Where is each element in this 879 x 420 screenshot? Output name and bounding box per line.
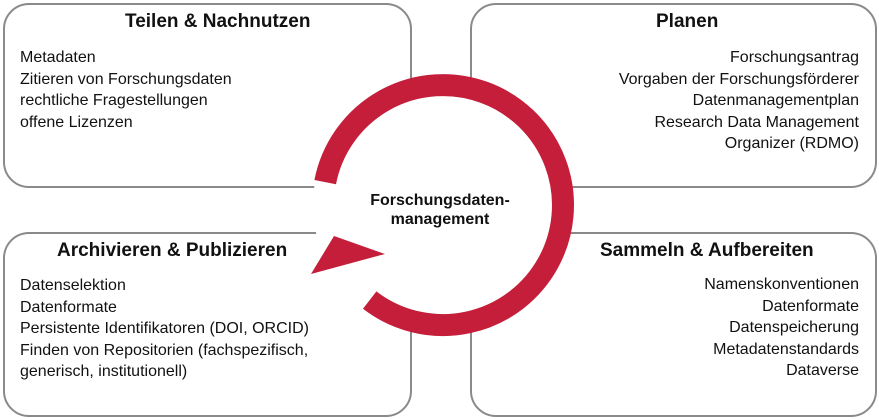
list-item: generisch, institutionell)	[20, 363, 188, 380]
list-item: Datenformate	[20, 298, 117, 316]
list-item: Forschungsantrag	[730, 49, 859, 66]
center-label-line-1: Forschungsdaten-	[370, 192, 510, 209]
list-item: Organizer (RDMO)	[724, 135, 859, 152]
list-planen: Forschungsantrag Vorgaben der Forschungs…	[482, 47, 859, 155]
box-archivieren-publizieren: Archivieren & Publizieren Datenselektion…	[3, 232, 412, 417]
list-item: Datenspeicherung	[729, 319, 859, 336]
list-archivieren-publizieren: Datenselektion Datenformate Persistente …	[20, 275, 400, 383]
box-sammeln-aufbereiten: Sammeln & Aufbereiten Namenskonventionen…	[470, 232, 877, 417]
list-item: Datenselektion	[20, 277, 126, 294]
box-title-archivieren-publizieren: Archivieren & Publizieren	[57, 240, 288, 261]
box-title-planen: Planen	[656, 11, 719, 32]
list-item: Metadaten	[20, 49, 96, 66]
list-item: Vorgaben der Forschungsförderer	[618, 70, 859, 88]
list-sammeln-aufbereiten: Namenskonventionen Datenformate Datenspe…	[482, 274, 859, 382]
cycle-arrowhead	[311, 236, 385, 274]
box-title-sammeln-aufbereiten: Sammeln & Aufbereiten	[600, 240, 814, 261]
list-item: Datenformate	[762, 297, 859, 315]
list-item: Metadatenstandards	[713, 340, 859, 358]
list-item: Zitieren von Forschungsdaten	[20, 70, 232, 88]
list-item: Namenskonventionen	[704, 276, 859, 293]
box-teilen-nachnutzen: Teilen & Nachnutzen Metadaten Zitieren v…	[3, 3, 412, 188]
cycle-arc	[314, 74, 574, 337]
list-item: offene Lizenzen	[20, 113, 133, 131]
list-item: Finden von Repositorien (fachspezifisch,	[20, 341, 309, 359]
center-label: Forschungsdaten- management	[340, 191, 540, 229]
list-item: Research Data Management	[654, 113, 859, 131]
center-label-line-2: management	[390, 211, 490, 228]
list-item: Persistente Identifikatoren (DOI, ORCID)	[20, 320, 309, 337]
cycle-ring-background	[313, 75, 573, 335]
list-teilen-nachnutzen: Metadaten Zitieren von Forschungsdaten r…	[20, 47, 400, 133]
list-item: Dataverse	[786, 362, 859, 379]
list-item: Datenmanagementplan	[692, 92, 859, 109]
box-title-teilen-nachnutzen: Teilen & Nachnutzen	[125, 11, 311, 32]
list-item: rechtliche Fragestellungen	[20, 92, 208, 109]
